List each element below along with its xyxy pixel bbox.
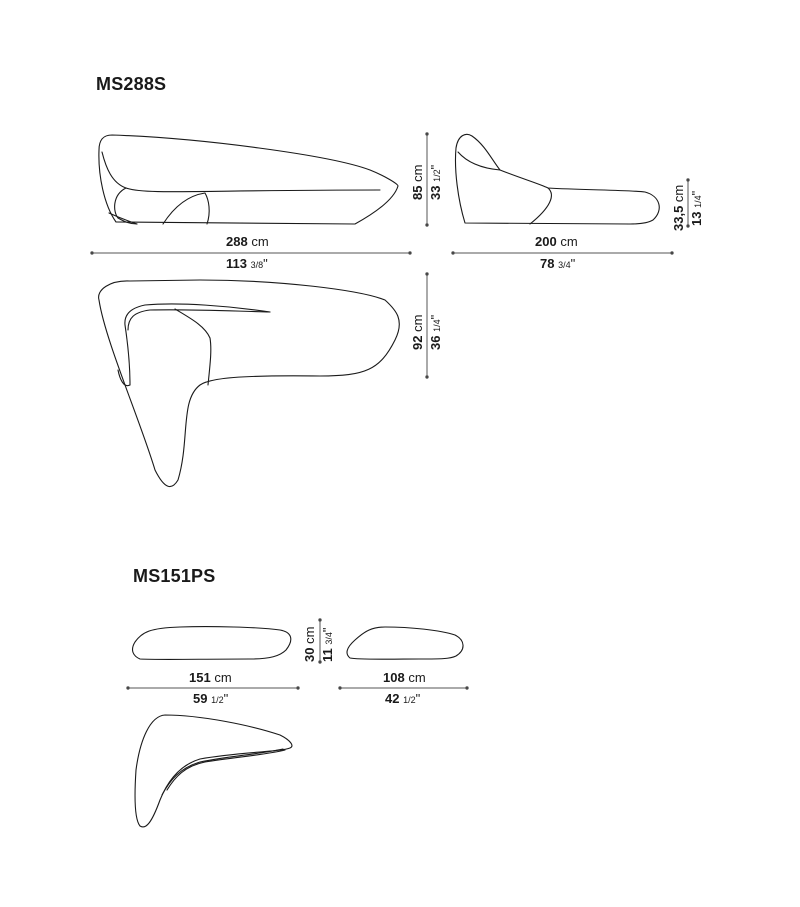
ms288s-side-width-in: 78 3/4"	[540, 256, 576, 271]
ms288s-front-width-cm: 288 cm	[226, 234, 269, 249]
ms288s-top-depth-cm: 92 cm	[410, 314, 425, 350]
ms288s-side-view	[454, 133, 660, 225]
ms151ps-side-width-cm: 108 cm	[383, 670, 426, 685]
ms288s-side-width-cm: 200 cm	[535, 234, 578, 249]
ms288s-front-view	[98, 134, 399, 225]
ms288s-front-width-in: 113 3/8"	[226, 256, 268, 271]
ms151ps-front-width-in: 59 1/2"	[193, 691, 229, 706]
ms288s-front-height-cm: 85 cm	[410, 164, 425, 200]
ms151ps-front-height-in: 11 3/4"	[320, 627, 335, 662]
ms151ps-top-view	[134, 714, 293, 828]
ms151ps-front-height-cm: 30 cm	[302, 626, 317, 662]
product-title-ms151ps: MS151PS	[133, 566, 216, 586]
ms288s-top-depth-in: 36 1/4"	[428, 314, 443, 350]
ms288s-front-height-in: 33 1/2"	[428, 164, 443, 200]
ms288s-side-height-cm: 33,5 cm	[671, 184, 686, 231]
ms288s-top-view	[98, 279, 400, 488]
ms151ps-front-width-cm: 151 cm	[189, 670, 232, 685]
ms151ps-side-view	[346, 626, 464, 660]
ms151ps-front-view	[131, 626, 292, 660]
product-title-ms288s: MS288S	[96, 74, 167, 94]
ms151ps-side-width-in: 42 1/2"	[385, 691, 421, 706]
ms288s-side-height-in: 13 1/4"	[689, 190, 704, 226]
